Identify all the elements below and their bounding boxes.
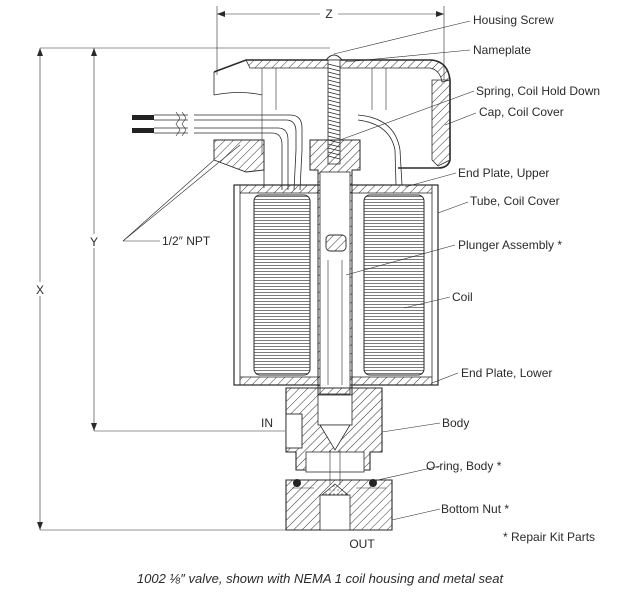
screw-thread-line xyxy=(327,79,341,84)
screw-thread-line xyxy=(327,127,341,132)
dimension-x: X xyxy=(32,47,330,531)
label-o-ring-body: O-ring, Body * xyxy=(426,459,502,473)
screw-thread-line xyxy=(327,103,341,108)
screw-thread-line xyxy=(327,99,341,104)
valve-body xyxy=(285,387,383,487)
lead-wires xyxy=(132,111,403,191)
screw-thread-line xyxy=(327,83,341,88)
dimension-y: Y xyxy=(86,48,285,432)
label-spring-coil-hold-down: Spring, Coil Hold Down xyxy=(476,84,600,98)
npt-callout: 1/2″ NPT xyxy=(122,144,241,248)
screw-thread-line xyxy=(327,87,341,92)
dimension-z: Z xyxy=(216,6,445,80)
screw-thread-line xyxy=(327,63,341,68)
screw-thread-line xyxy=(327,107,341,112)
coil xyxy=(239,193,433,377)
label-cap-coil-cover: Cap, Coil Cover xyxy=(479,105,564,119)
dimension-y-label: Y xyxy=(90,235,98,249)
dimension-x-label: X xyxy=(36,283,44,297)
npt-label: 1/2″ NPT xyxy=(162,234,211,248)
label-coil: Coil xyxy=(452,290,473,304)
repair-kit-footnote: * Repair Kit Parts xyxy=(503,530,595,544)
plunger-assembly xyxy=(309,139,361,420)
label-tube-coil-cover: Tube, Coil Cover xyxy=(470,194,560,208)
screw-thread-line xyxy=(327,95,341,100)
screw-thread-line xyxy=(327,75,341,80)
port-out-label: OUT xyxy=(349,537,375,551)
label-nameplate: Nameplate xyxy=(473,43,531,57)
screw-thread-line xyxy=(327,119,341,124)
screw-thread-line xyxy=(327,91,341,96)
screw-thread-line xyxy=(327,111,341,116)
screw-thread-line xyxy=(327,71,341,76)
housing-screw xyxy=(324,54,344,165)
label-body: Body xyxy=(442,416,469,430)
figure-caption: 1002 ⅛″ valve, shown with NEMA 1 coil ho… xyxy=(137,571,505,586)
screw-thread-line xyxy=(327,131,341,136)
label-plunger-assembly: Plunger Assembly * xyxy=(458,238,562,252)
screw-thread-line xyxy=(327,67,341,72)
label-bottom-nut: Bottom Nut * xyxy=(441,502,509,516)
label-end-plate-upper: End Plate, Upper xyxy=(458,166,549,180)
dimension-z-label: Z xyxy=(325,7,332,21)
label-end-plate-lower: End Plate, Lower xyxy=(461,366,552,380)
screw-thread-line xyxy=(327,135,341,140)
coil-cover-cap xyxy=(213,59,451,188)
callout-leaders xyxy=(333,20,477,521)
port-in-label: IN xyxy=(261,416,273,430)
screw-thread-line xyxy=(327,115,341,120)
screw-thread-line xyxy=(327,123,341,128)
label-housing-screw: Housing Screw xyxy=(473,13,554,27)
bottom-nut xyxy=(285,479,393,531)
